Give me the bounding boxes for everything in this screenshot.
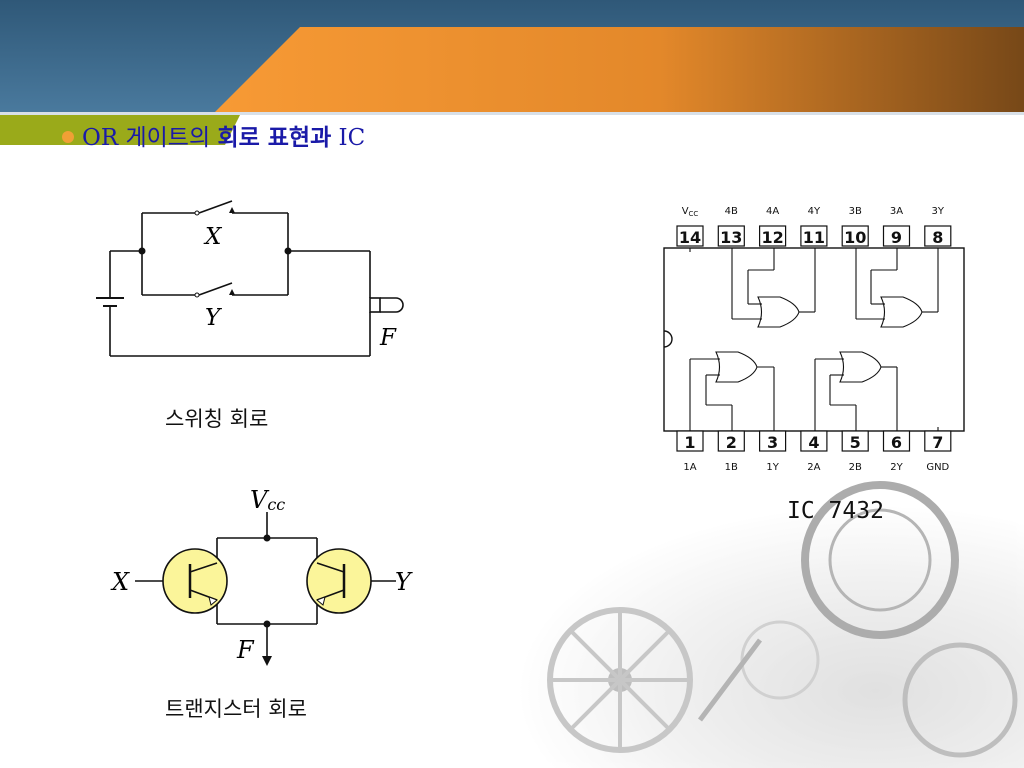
transistor-label-y: Y (395, 568, 413, 596)
ic-pin-name: 3Y (932, 206, 945, 217)
ic-pin-3: 3 1Y (758, 430, 787, 473)
title-emphasis: 회로 표현과 (217, 124, 332, 151)
ic-pin-9: 9 3A (882, 206, 911, 247)
ic-pin-name: 1Y (766, 462, 779, 473)
ic-pin-5: 5 2B (841, 430, 869, 473)
ic-pin-number: 8 (932, 228, 943, 247)
ic-top-pin-row: 14 VCC 13 4B 12 4A 11 4Y 10 3B 9 3A 8 3Y (676, 206, 952, 247)
switch-label-x: X (203, 224, 223, 250)
slide-title: OR 게이트의 회로 표현과 IC (62, 118, 365, 152)
ic-pin-4: 4 2A (800, 430, 828, 473)
ic-pin-number: 6 (891, 433, 902, 452)
ic-pin-name: 3B (849, 206, 862, 217)
ic-pin-name: 4A (766, 206, 779, 217)
ic-pin-name: 4B (725, 206, 738, 217)
transistor-label-vcc: Vcc (250, 486, 285, 514)
ic-pin-number: 11 (803, 228, 825, 247)
ic-pin-number: 7 (932, 433, 943, 452)
ic-pin-number: 14 (679, 228, 701, 247)
ic-pin-12: 12 4A (758, 206, 787, 247)
transistor-label-x: X (110, 568, 130, 596)
ic-pin-number: 13 (720, 228, 742, 247)
ic-pin-number: 2 (726, 433, 737, 452)
ic-pin-name: VCC (682, 206, 699, 218)
transistor-circuit-caption: 트랜지스터 회로 (165, 697, 307, 721)
ic-pin-name: 2B (849, 462, 862, 473)
ic-caption: IC 7432 (787, 498, 884, 524)
ic-pin-11: 11 4Y (800, 206, 828, 247)
switch-label-f: F (379, 325, 397, 351)
transistor-label-f: F (236, 636, 255, 664)
ic-pin-2: 2 1B (717, 430, 745, 473)
ic-pin-number: 5 (850, 433, 861, 452)
ic-pin-13: 13 4B (717, 206, 745, 247)
ic-pin-10: 10 3B (841, 206, 869, 247)
ic-pin-number: 4 (808, 433, 819, 452)
transistor-left (162, 548, 228, 614)
ic-pin-14: 14 VCC (676, 206, 704, 247)
bullet-icon (62, 131, 74, 143)
title-suffix: IC (331, 125, 366, 151)
ic-pin-name: 1A (683, 462, 696, 473)
ic-pin-name: GND (926, 462, 949, 473)
switch-label-y: Y (205, 305, 223, 331)
ic-pin-name: 2Y (890, 462, 903, 473)
switch-circuit-caption: 스위칭 회로 (165, 407, 269, 431)
ic-pin-name: 2A (807, 462, 820, 473)
ic-pin-number: 3 (767, 433, 778, 452)
ic-pin-number: 10 (844, 228, 866, 247)
transistor-right (306, 548, 372, 614)
title-prefix: OR 게이트의 (82, 125, 218, 151)
ic-pin-8: 8 3Y (924, 206, 952, 247)
ic-pin-name: 1B (725, 462, 738, 473)
ic-pin-number: 1 (684, 433, 695, 452)
ic-pin-number: 12 (761, 228, 783, 247)
ic-pin-number: 9 (891, 228, 902, 247)
ic-pin-name: 3A (890, 206, 903, 217)
ic-pin-name: 4Y (808, 206, 821, 217)
